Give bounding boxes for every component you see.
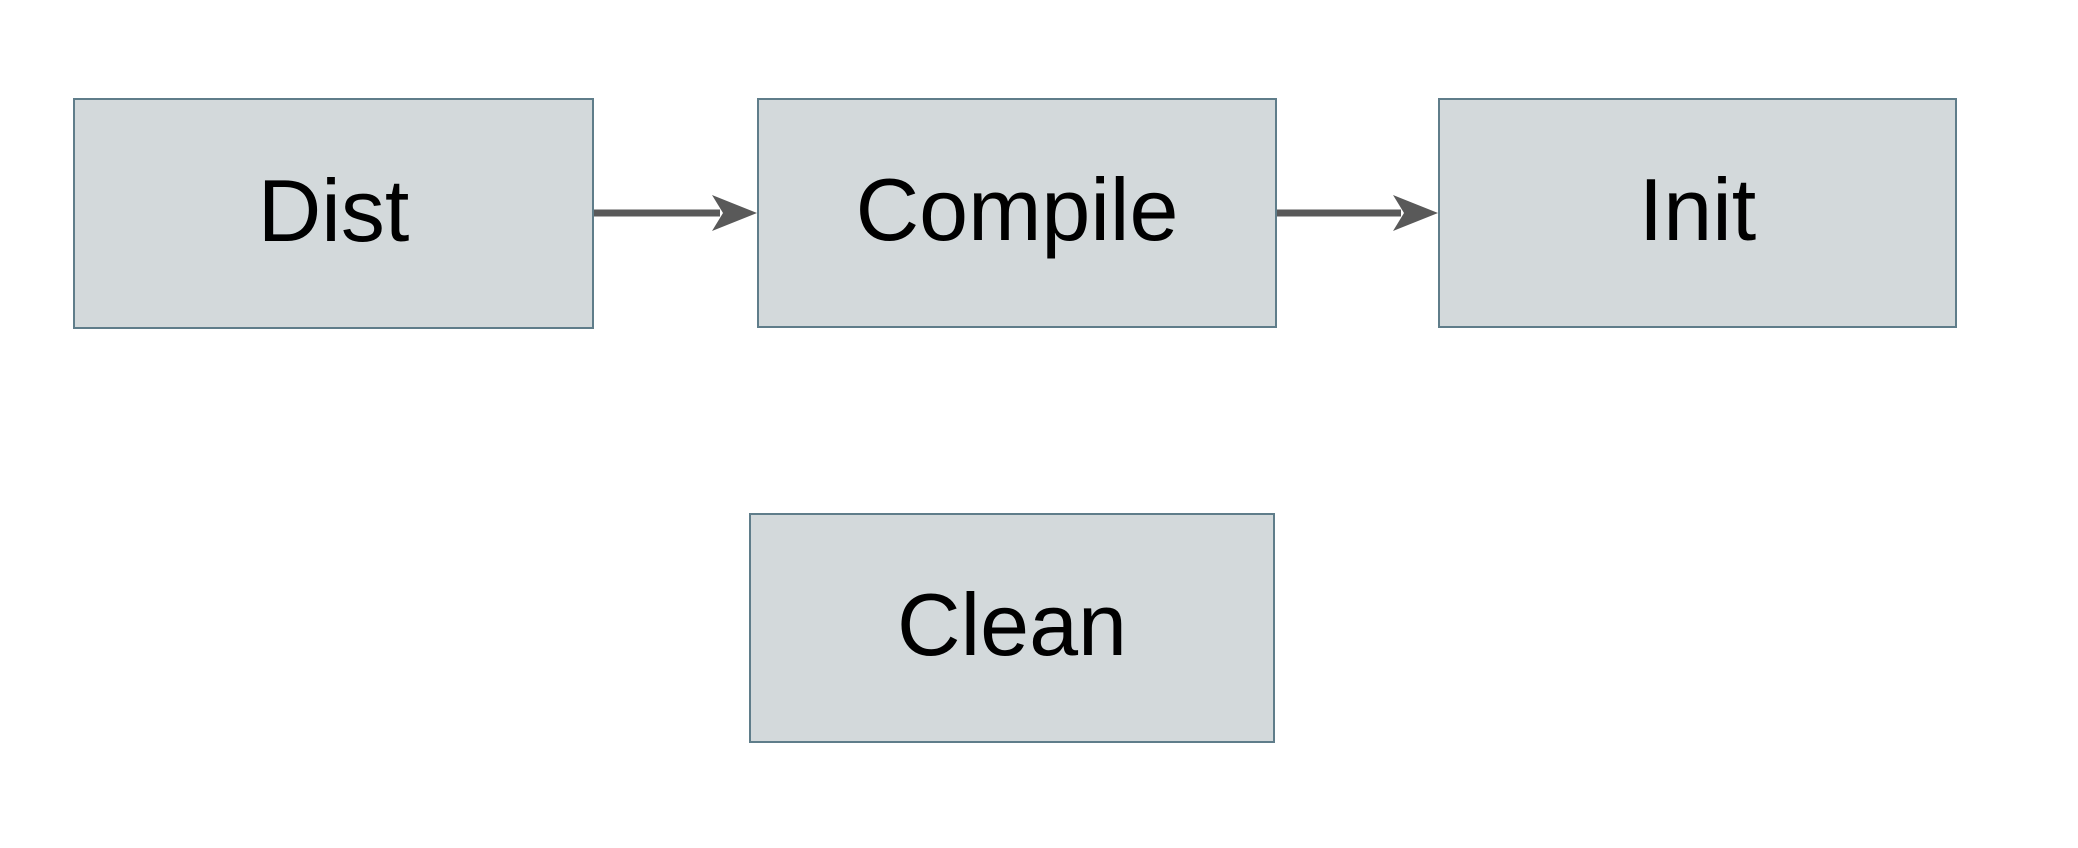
flowchart-node-compile: Compile bbox=[757, 98, 1277, 328]
node-dist-label: Dist bbox=[257, 160, 410, 260]
arrow-head-icon bbox=[1393, 195, 1438, 231]
arrow-dist-to-compile bbox=[594, 195, 757, 231]
flowchart-node-init: Init bbox=[1438, 98, 1957, 328]
flowchart-node-clean: Clean bbox=[749, 513, 1275, 743]
node-clean-label: Clean bbox=[897, 575, 1127, 674]
node-init-label: Init bbox=[1638, 160, 1757, 259]
node-compile-label: Compile bbox=[855, 160, 1179, 259]
arrow-head-icon bbox=[712, 195, 757, 231]
arrow-compile-to-init bbox=[1277, 195, 1438, 231]
flowchart-node-dist: Dist bbox=[73, 98, 594, 329]
arrow-shaft bbox=[1277, 209, 1401, 217]
arrow-shaft bbox=[594, 209, 720, 217]
